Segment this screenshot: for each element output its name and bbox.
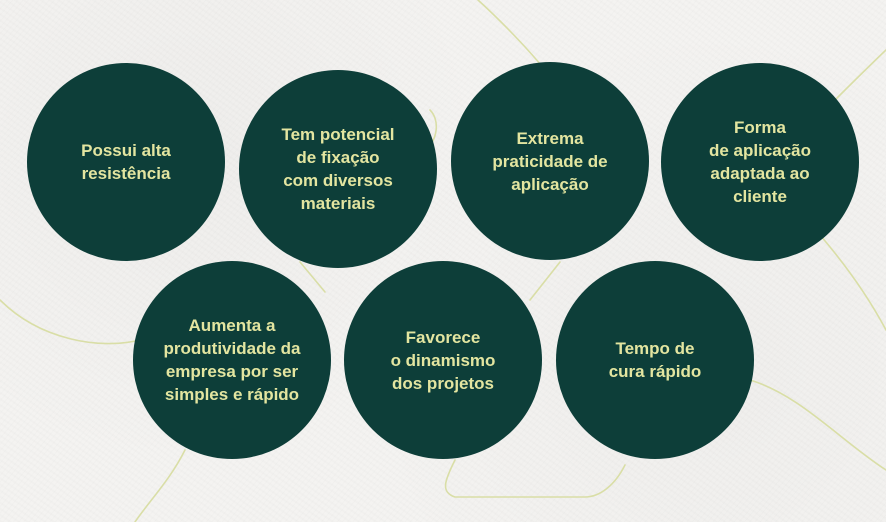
decorative-line — [0, 299, 141, 345]
decorative-line — [134, 449, 186, 522]
feature-circle-productivity: Aumenta a produtividade da empresa por s… — [133, 261, 331, 459]
feature-label: Forma de aplicação adaptada ao cliente — [708, 118, 812, 206]
feature-label: Extrema praticidade de aplicação — [492, 128, 608, 194]
feature-label: Tem potencial de fixação com diversos ma… — [281, 125, 395, 213]
decorative-line — [299, 261, 326, 293]
decorative-line — [529, 261, 561, 301]
feature-label: Tempo de cura rápido — [608, 339, 702, 381]
feature-circle-adapted: Forma de aplicação adaptada ao cliente — [661, 63, 859, 261]
feature-label: Aumenta a produtividade da empresa por s… — [163, 316, 301, 404]
feature-label: Possui alta resistência — [81, 141, 171, 183]
decorative-line — [444, 459, 626, 498]
feature-circle-dynamism: Favorece o dinamismo dos projetos — [344, 261, 542, 459]
feature-circle-curing: Tempo de cura rápido — [556, 261, 754, 459]
feature-circle-fixation: Tem potencial de fixação com diversos ma… — [239, 70, 437, 268]
decorative-line — [819, 234, 886, 331]
decorative-line — [749, 379, 886, 471]
decorative-line — [829, 49, 886, 106]
feature-circle-practicality: Extrema praticidade de aplicação — [451, 62, 649, 260]
feature-circle-resistance: Possui alta resistência — [27, 63, 225, 261]
feature-label: Favorece o dinamismo dos projetos — [390, 327, 496, 393]
